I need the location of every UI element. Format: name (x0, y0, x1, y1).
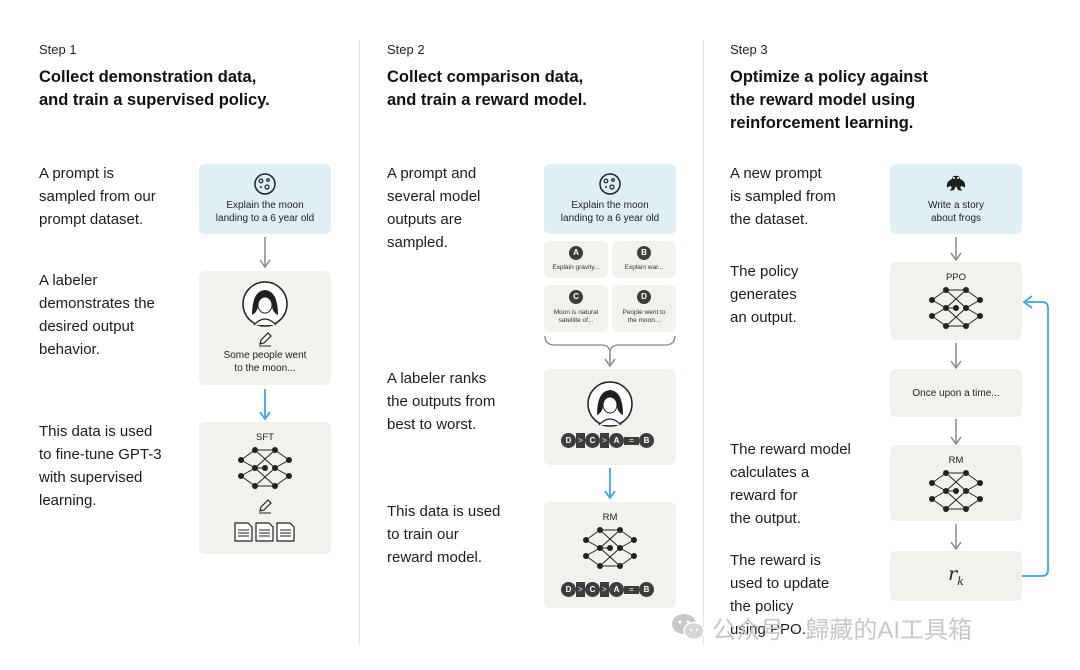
wechat-logo-icon (672, 614, 705, 641)
rank-item: B (639, 433, 654, 448)
neural-network-icon (929, 287, 983, 329)
neural-network-icon (583, 527, 637, 569)
column-divider-2 (703, 40, 704, 645)
output-letter: C (569, 290, 583, 304)
output-text: satellite of... (558, 317, 594, 324)
rm-label: RM (602, 512, 618, 523)
step3-output-box: Once upon a time... (890, 369, 1022, 417)
rank-operator: = (624, 585, 639, 594)
rank-item: C (585, 582, 600, 597)
output-card-c: C Moon is natural satellite of... (544, 285, 608, 332)
output-letter: A (569, 246, 583, 260)
demo-text: Some people went (223, 350, 307, 361)
output-card-a: A Explain gravity... (544, 241, 608, 278)
output-text: the moon... (627, 317, 661, 324)
step2-label: Step 2 (387, 42, 425, 57)
rank-operator: > (600, 433, 609, 448)
output-card-d: D People went to the moon... (612, 285, 676, 332)
step3-label: Step 3 (730, 42, 768, 57)
prompt-text: Explain the moon (226, 200, 304, 211)
arrow-down-blue-icon (604, 468, 616, 500)
rank-item: D (561, 582, 576, 597)
rank-item: B (639, 582, 654, 597)
step2-title: Collect comparison data,and train a rewa… (387, 68, 587, 109)
watermark-text: 公众号 · 歸藏的AI工具箱 (712, 617, 973, 644)
demo-text: to the moon... (234, 363, 296, 374)
rank-operator: = (624, 436, 639, 445)
moon-icon (599, 173, 621, 195)
neural-network-icon (929, 470, 983, 512)
ranking-row: D > C > A = B (561, 433, 654, 448)
step1-label: Step 1 (39, 42, 77, 57)
sft-label: SFT (256, 432, 274, 443)
labeler-avatar-icon (242, 281, 288, 327)
prompt-text: landing to a 6 year old (560, 213, 660, 224)
output-text: Once upon a time... (912, 388, 1000, 399)
step1-prompt-box: Explain the moon landing to a 6 year old (199, 164, 331, 234)
arrow-down-icon (950, 343, 962, 370)
rank-item: A (609, 433, 624, 448)
arrow-down-icon (950, 419, 962, 446)
rank-operator: > (576, 582, 585, 597)
rank-operator: > (576, 433, 585, 448)
output-text: People went to (622, 309, 666, 316)
ranking-row: D > C > A = B (561, 582, 654, 597)
step3-rm-box: RM (890, 445, 1022, 521)
prompt-text: Write a story (928, 200, 984, 211)
output-letter: B (637, 246, 651, 260)
frog-icon (946, 175, 966, 191)
rm-label: RM (948, 455, 964, 466)
rank-operator: > (600, 582, 609, 597)
moon-icon (254, 173, 276, 195)
output-card-b: B Explain war... (612, 241, 676, 278)
rank-item: D (561, 433, 576, 448)
column-divider-1 (359, 40, 360, 645)
step1-demo-box: Some people went to the moon... (199, 271, 331, 385)
reward-symbol: rk (948, 563, 964, 588)
step2-rm-box: RM D > C > A = B (544, 502, 676, 608)
arrow-down-icon (950, 524, 962, 551)
documents-icon (234, 522, 295, 542)
output-text: Explain war... (624, 264, 664, 271)
step3-ppo-box: PPO (890, 262, 1022, 340)
labeler-avatar-icon (587, 381, 633, 427)
arrow-down-icon (259, 237, 271, 269)
pencil-icon (259, 332, 272, 347)
feedback-arrow-icon (1022, 295, 1049, 577)
curly-brace-icon (544, 335, 676, 368)
arrow-down-blue-icon (259, 389, 271, 421)
neural-network-icon (238, 447, 292, 489)
step2-prompt-box: Explain the moon landing to a 6 year old (544, 164, 676, 234)
prompt-text: about frogs (930, 213, 982, 224)
arrow-down-icon (950, 237, 962, 262)
prompt-text: landing to a 6 year old (215, 213, 315, 224)
step3-reward-box: rk (890, 551, 1022, 601)
step1-title: Collect demonstration data,and train a s… (39, 68, 270, 109)
output-letter: D (637, 290, 651, 304)
rank-item: A (609, 582, 624, 597)
step1-sft-box: SFT (199, 422, 331, 554)
output-text: Explain gravity... (552, 264, 600, 271)
ppo-label: PPO (945, 272, 967, 283)
step2-rank-box: D > C > A = B (544, 369, 676, 465)
prompt-text: Explain the moon (571, 200, 649, 211)
rank-item: C (585, 433, 600, 448)
step3-prompt-box: Write a story about frogs (890, 164, 1022, 234)
pencil-icon (259, 499, 272, 514)
output-text: Moon is natural (553, 309, 599, 316)
